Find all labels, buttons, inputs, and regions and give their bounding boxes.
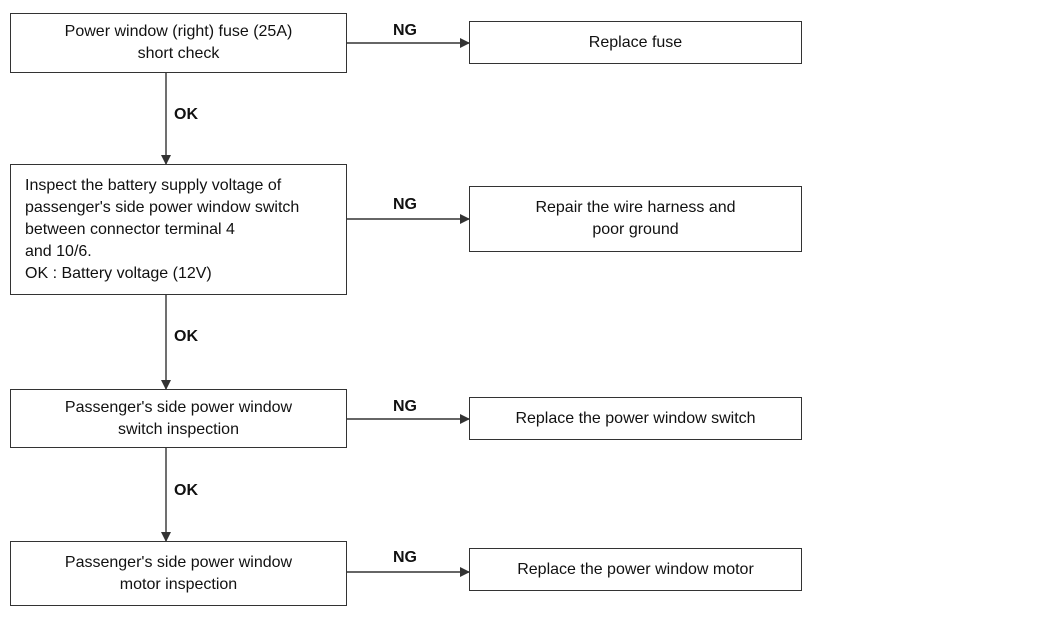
step-box-fuse-check: Power window (right) fuse (25A) short ch…	[10, 13, 347, 73]
step-text-line: Power window (right) fuse (25A)	[64, 23, 293, 40]
step-box-motor-inspection: Passenger's side power window motor insp…	[10, 541, 347, 606]
action-box-repair-harness: Repair the wire harness and poor ground	[469, 186, 802, 252]
step-box-battery-voltage: Inspect the battery supply voltage of pa…	[10, 164, 347, 295]
step-text-line: switch inspection	[118, 420, 239, 438]
step-text-line: OK : Battery voltage (12V)	[25, 264, 212, 282]
step-text-line: passenger's side power window switch	[25, 198, 300, 216]
action-box-replace-motor: Replace the power window motor	[469, 548, 802, 591]
step-text-line: Inspect the battery supply voltage of	[25, 176, 282, 194]
action-box-replace-fuse: Replace fuse	[469, 21, 802, 64]
ng-label: NG	[393, 22, 417, 39]
step-text-line: between connector terminal 4	[25, 220, 235, 238]
ok-label: OK	[174, 106, 198, 123]
ng-label: NG	[393, 398, 417, 415]
step-text-line: Passenger's side power window	[64, 398, 293, 416]
action-text-line: Replace the power window switch	[515, 409, 756, 427]
step-box-switch-inspection: Passenger's side power window switch ins…	[10, 389, 347, 448]
step-text-line: motor inspection	[119, 575, 238, 593]
step-text-line: Passenger's side power window	[64, 553, 293, 571]
action-text-line: Replace fuse	[588, 33, 683, 51]
step-text-line: short check	[137, 45, 220, 62]
ng-label: NG	[393, 196, 417, 213]
ng-label: NG	[393, 549, 417, 566]
ok-label: OK	[174, 328, 198, 345]
action-text-line: poor ground	[592, 221, 679, 238]
step-text-line: and 10/6.	[25, 242, 92, 260]
action-text-line: Replace the power window motor	[517, 560, 754, 578]
action-box-replace-switch: Replace the power window switch	[469, 397, 802, 440]
ok-label: OK	[174, 482, 198, 499]
action-text-line: Repair the wire harness and	[535, 199, 736, 216]
